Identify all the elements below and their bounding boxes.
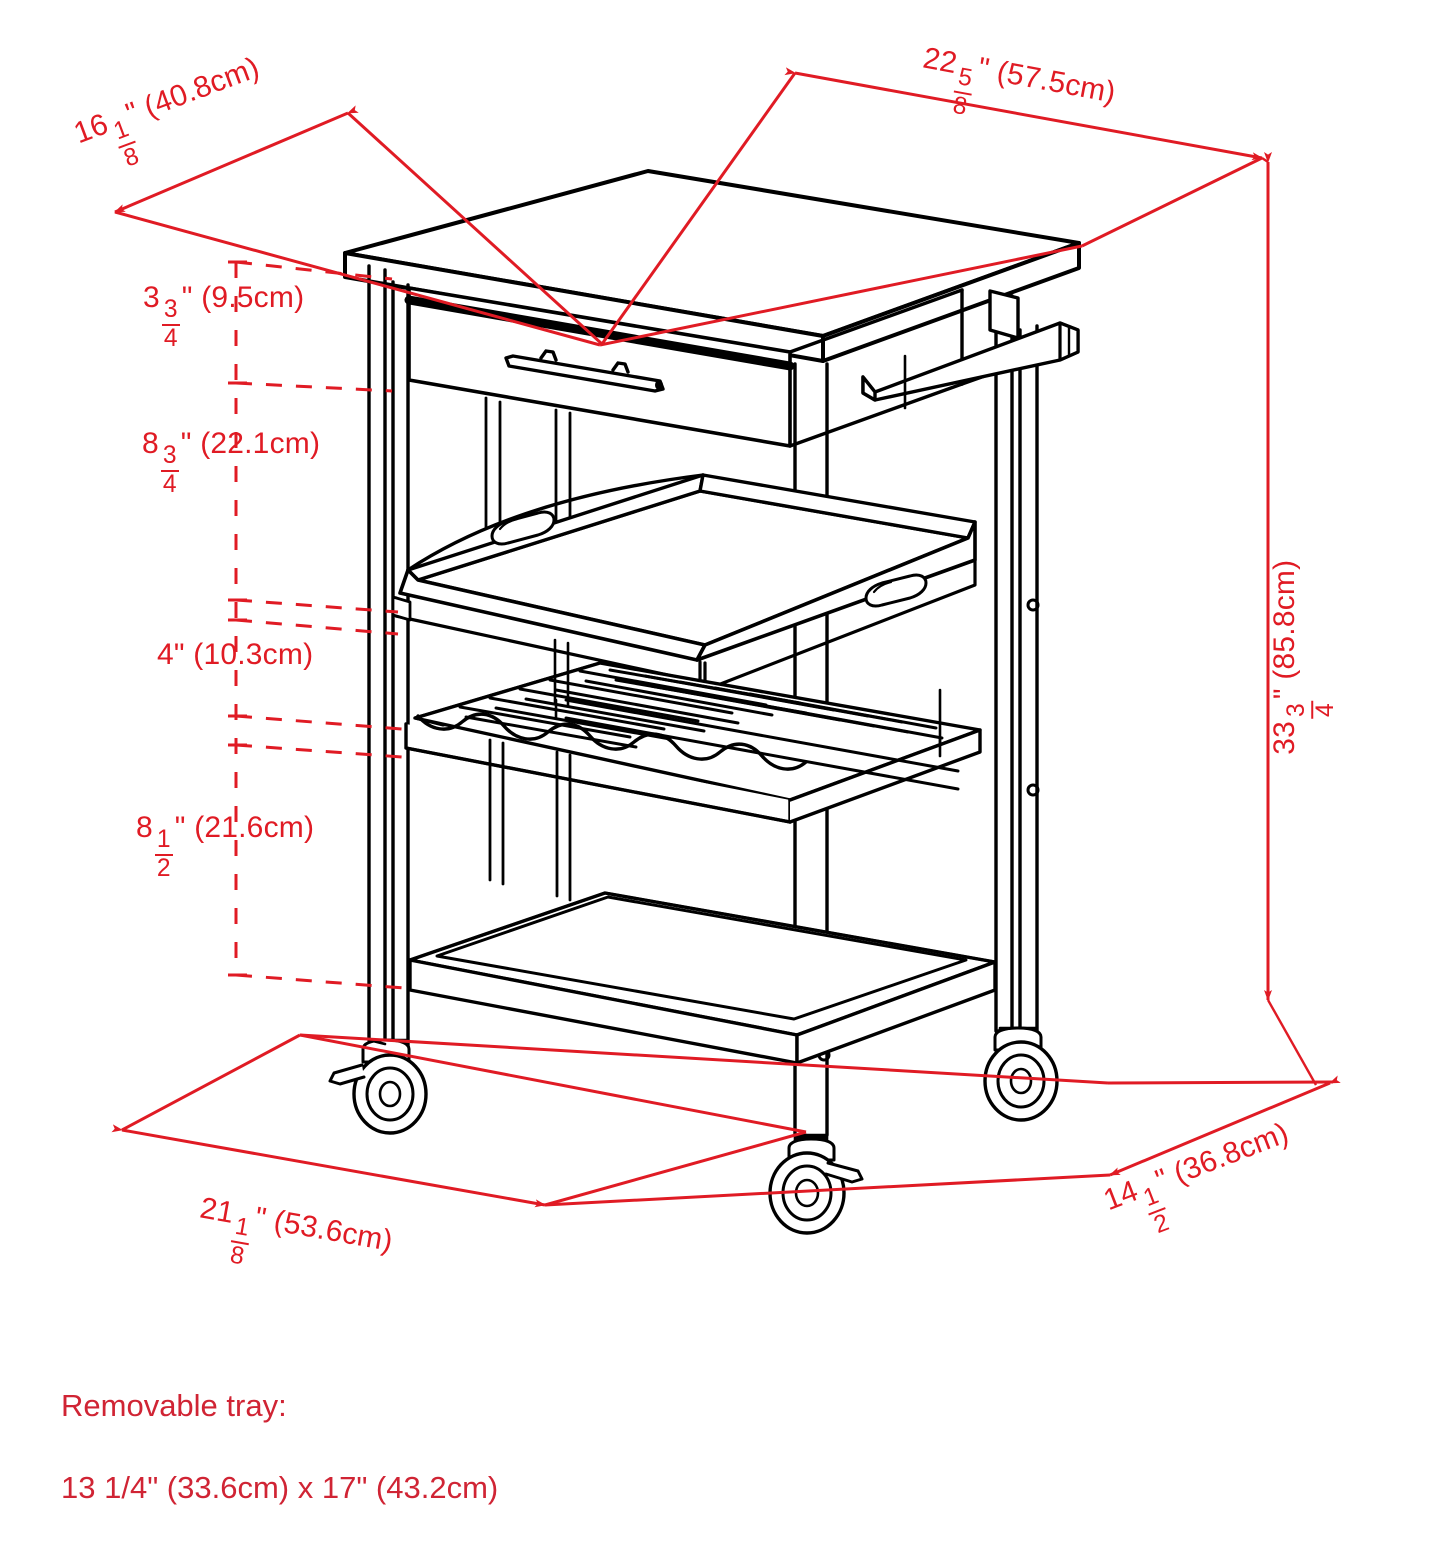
dim-shelf-metric: (21.6cm) <box>194 811 315 844</box>
caption-line-1: Removable tray: <box>61 1387 287 1423</box>
dim-line-depth-top <box>114 105 359 214</box>
dim-height-metric: (85.8cm) <box>1268 559 1302 680</box>
dim-height-unit: " <box>1268 688 1302 700</box>
dim-line-base-depth <box>1109 1075 1341 1177</box>
dim-height-whole: 33 <box>1268 720 1302 755</box>
caption-line-2: 13 1/4" (33.6cm) x 17" (43.2cm) <box>61 1469 499 1505</box>
leg-front-left <box>391 280 410 1054</box>
dim-drawer-metric: (9.5cm) <box>201 281 305 314</box>
dim-tray-metric: (22.1cm) <box>200 427 321 460</box>
dim-rack-unit: " <box>173 638 185 671</box>
dimension-annotations <box>111 67 1341 1208</box>
dim-line-width-top <box>784 67 1263 161</box>
dim-line-base-width <box>111 1124 546 1208</box>
mid-support-rails <box>488 638 942 902</box>
leg-rear-left <box>367 264 387 1046</box>
dim-rack-whole: 4 <box>157 638 174 671</box>
dim-drawer-unit: " <box>181 281 193 314</box>
dim-shelf-unit: " <box>174 811 186 844</box>
bottom-shelf <box>408 891 997 1065</box>
wine-bottle-rack <box>404 661 982 824</box>
top-dimension-plane <box>114 67 1263 347</box>
dim-basew-whole: 21 <box>197 1191 237 1230</box>
caster-left <box>328 1038 428 1135</box>
dim-basew-unit: " <box>252 1201 269 1236</box>
cart-geometry <box>328 169 1081 1235</box>
dim-width-unit: " <box>975 51 992 87</box>
removable-tray <box>391 473 977 692</box>
dim-rack-metric: (10.3cm) <box>193 638 314 671</box>
dim-drawer-whole: 3 <box>143 281 160 314</box>
towel-bar <box>861 289 1080 410</box>
cart-line-drawing <box>111 67 1341 1235</box>
left-leader-stack <box>234 260 405 990</box>
leg-rear-right <box>994 294 1014 1033</box>
dim-shelf-whole: 8 <box>136 811 153 844</box>
leg-front-right <box>1018 324 1040 1042</box>
height-dimension <box>1261 152 1318 1086</box>
dim-width-whole: 22 <box>920 41 960 81</box>
dim-label-rack-clearance: 4" (10.3cm) <box>157 639 313 671</box>
dim-tray-unit: " <box>180 427 192 460</box>
caster-right <box>983 1026 1059 1122</box>
dim-tray-whole: 8 <box>142 427 159 460</box>
base-dimension-plane <box>111 1033 1341 1208</box>
removable-tray-caption: Removable tray: 13 1/4" (33.6cm) x 17" (… <box>61 1345 498 1550</box>
leader-ticks <box>228 260 247 977</box>
drawer-handle <box>504 349 665 393</box>
caster-front-center <box>768 1133 864 1235</box>
countertop <box>343 169 1081 363</box>
